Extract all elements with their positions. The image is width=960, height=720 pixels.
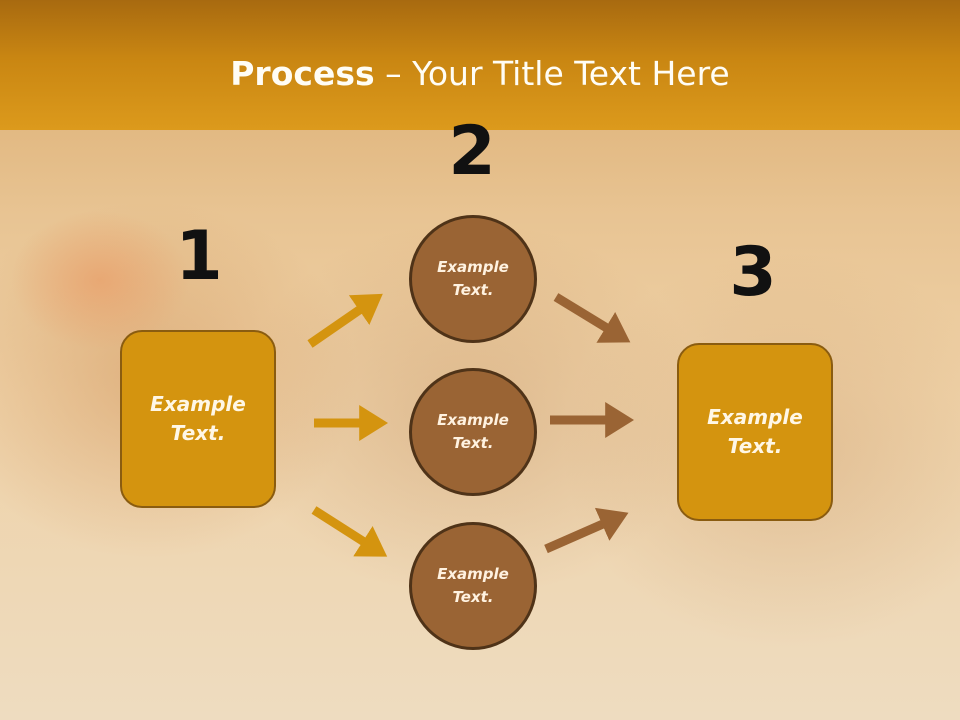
- circle-middle: Example Text.: [409, 368, 537, 496]
- step-number-2: 2: [448, 112, 496, 191]
- circle-middle-label: Example Text.: [437, 411, 509, 452]
- circle-top: Example Text.: [409, 215, 537, 343]
- circle-bottom-label: Example Text.: [437, 565, 509, 606]
- arrow-top-to-right: [553, 293, 631, 343]
- right-box-label: Example Text.: [707, 405, 803, 458]
- left-process-box: Example Text.: [120, 330, 276, 508]
- right-process-box: Example Text.: [677, 343, 833, 521]
- arrow-left-to-bottom: [311, 506, 388, 557]
- circle-top-label: Example Text.: [437, 258, 509, 299]
- title-bar: [0, 0, 960, 130]
- title-rest: – Your Title Text Here: [374, 54, 730, 93]
- title-bold: Process: [230, 54, 375, 93]
- left-box-label: Example Text.: [150, 392, 246, 445]
- slide-title: Process – Your Title Text Here: [0, 52, 960, 96]
- arrow-left-to-top: [307, 293, 383, 348]
- step-number-1: 1: [175, 217, 223, 296]
- background-highlight: [10, 210, 190, 350]
- circle-bottom: Example Text.: [409, 522, 537, 650]
- step-number-3: 3: [729, 233, 777, 312]
- arrow-bottom-to-right: [544, 507, 629, 554]
